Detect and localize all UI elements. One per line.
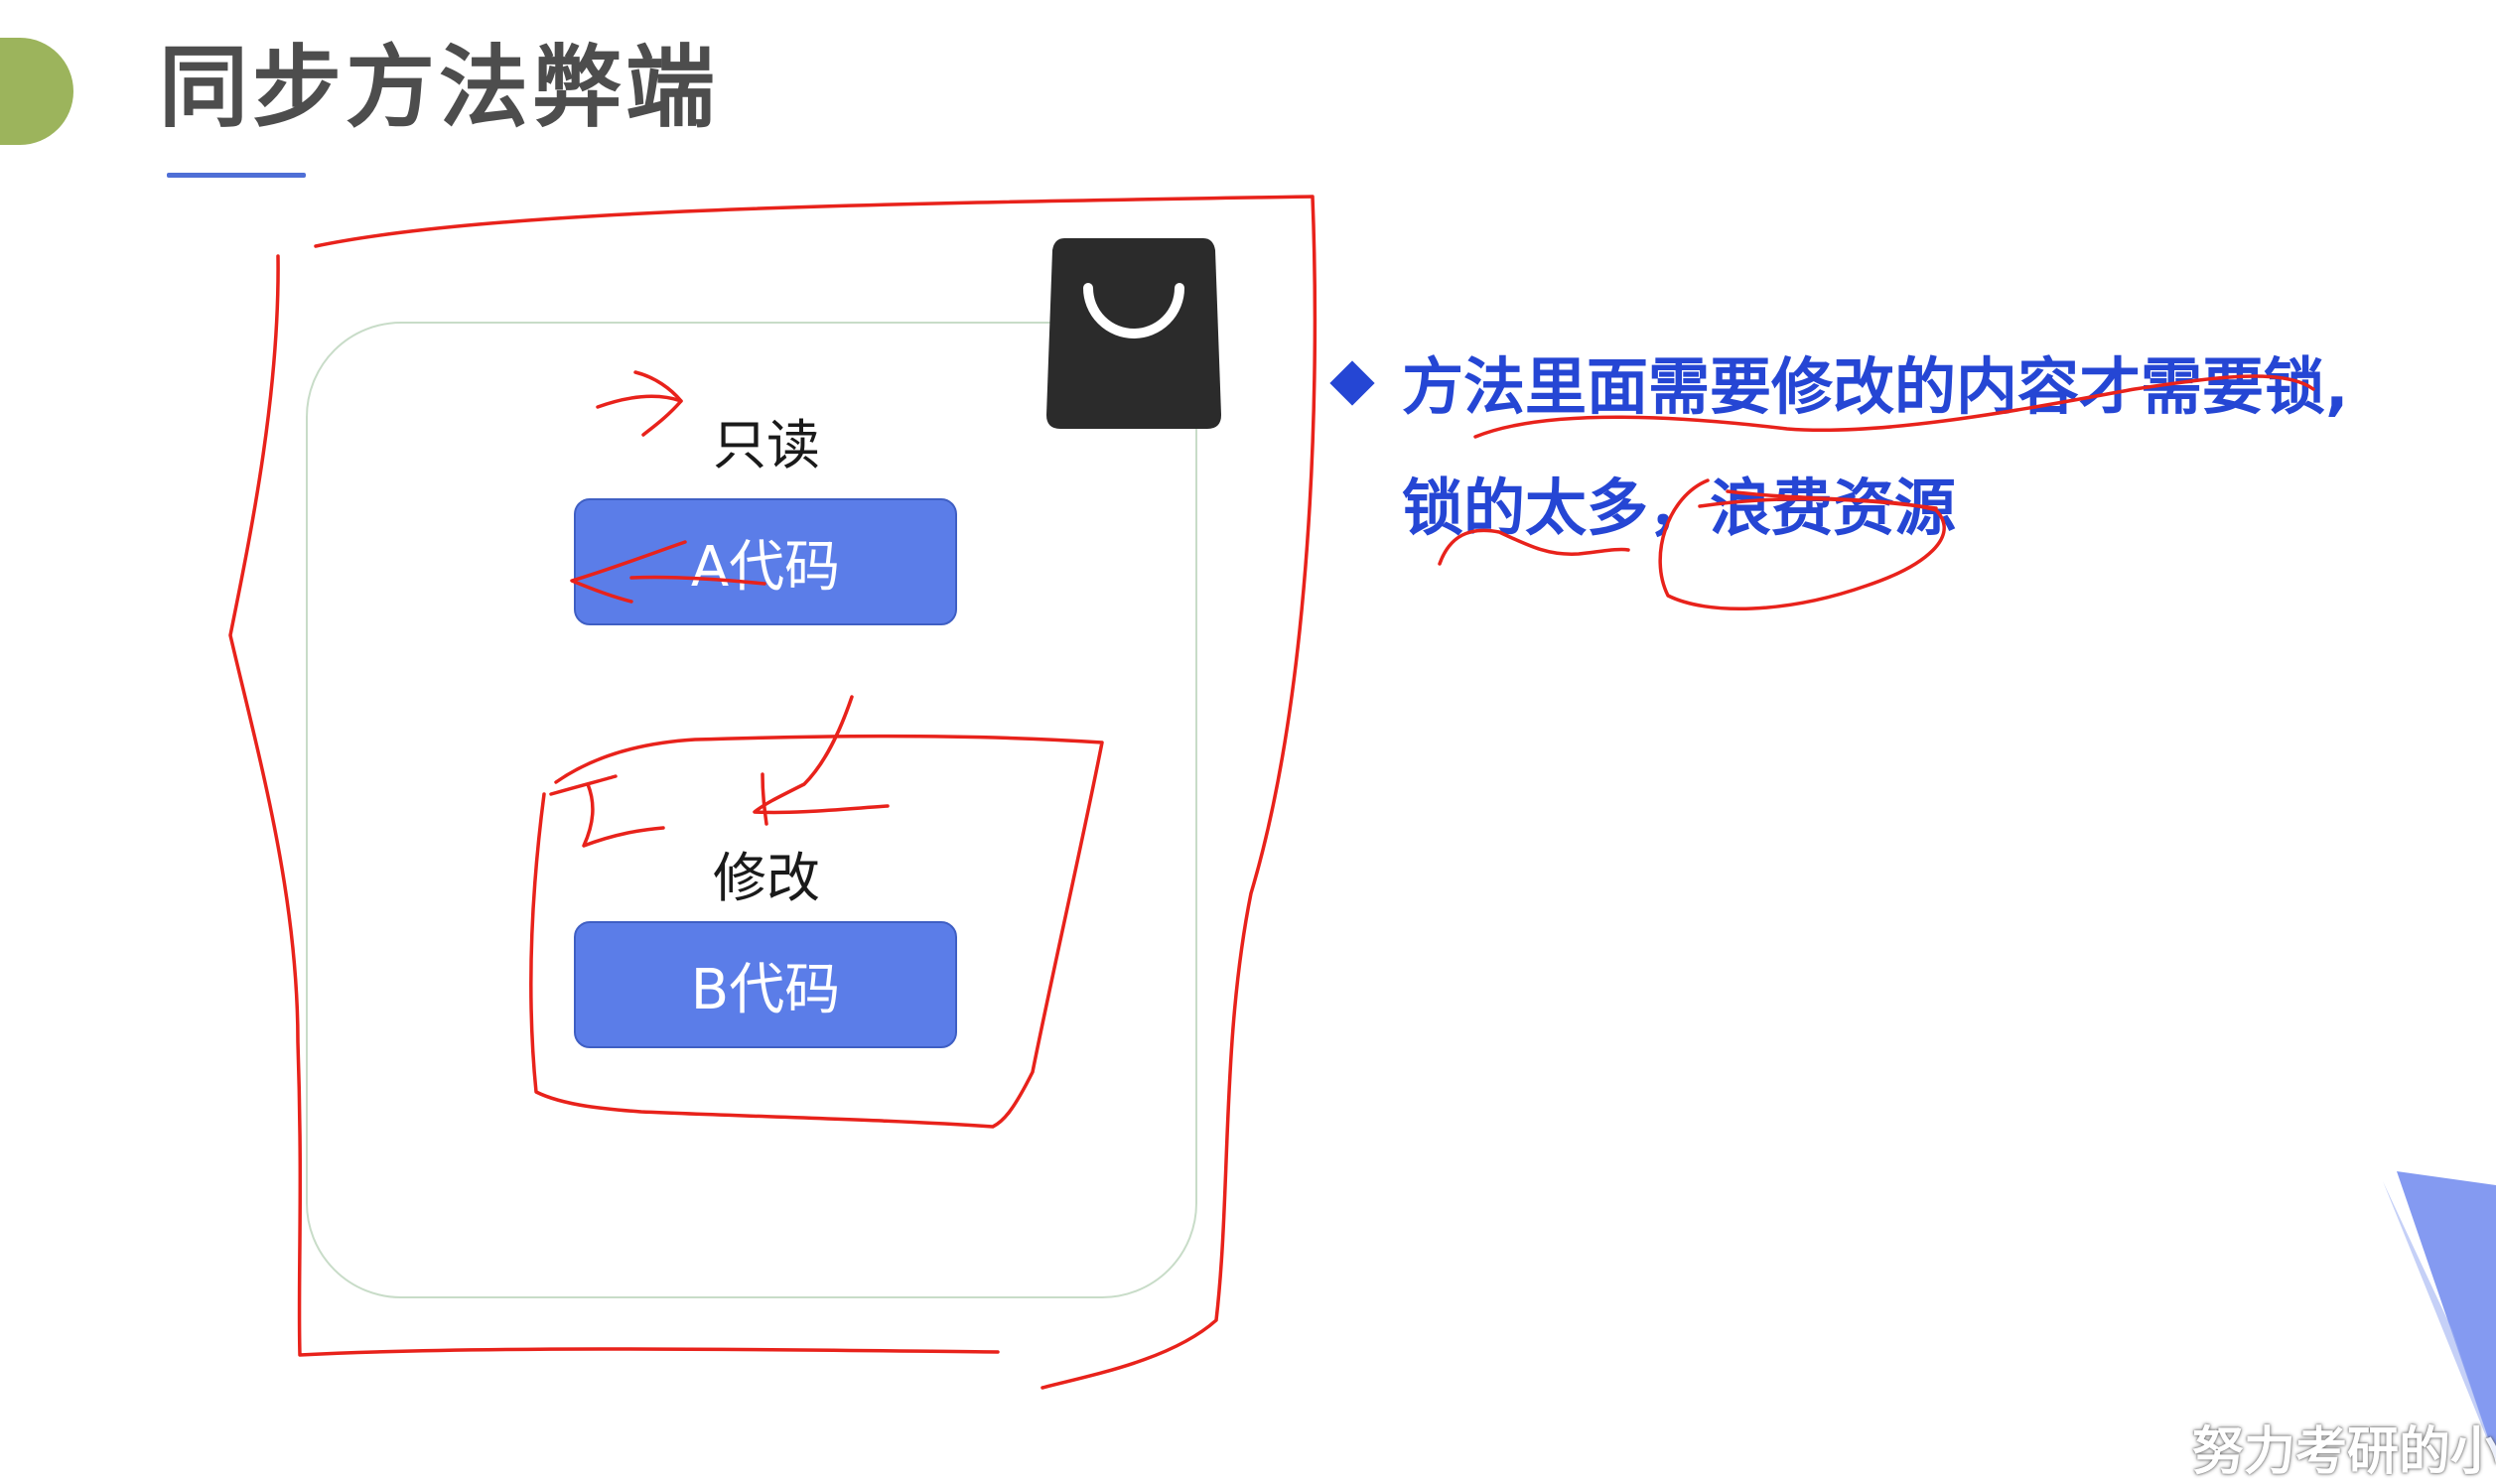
slide-title: 同步方法弊端 [159, 36, 719, 140]
section-marker [0, 38, 73, 145]
modify-label: 修改 [713, 847, 820, 909]
read-only-label: 只读 [713, 414, 820, 476]
code-b-block[interactable]: B代码 [574, 921, 957, 1048]
code-a-block[interactable]: A代码 [574, 498, 957, 625]
title-underline [167, 173, 306, 178]
corner-decoration [2383, 1171, 2496, 1461]
bullet-diamond-icon [1329, 360, 1375, 406]
bullet-line-2: 锁的太多，浪费资源 [1402, 472, 1957, 544]
bullet-line-1: 方法里面需要修改的内容才需要锁, [1402, 350, 2349, 423]
watermark-text: 努力考研的小 [2192, 1422, 2496, 1482]
shopping-bag-icon [1046, 238, 1221, 429]
